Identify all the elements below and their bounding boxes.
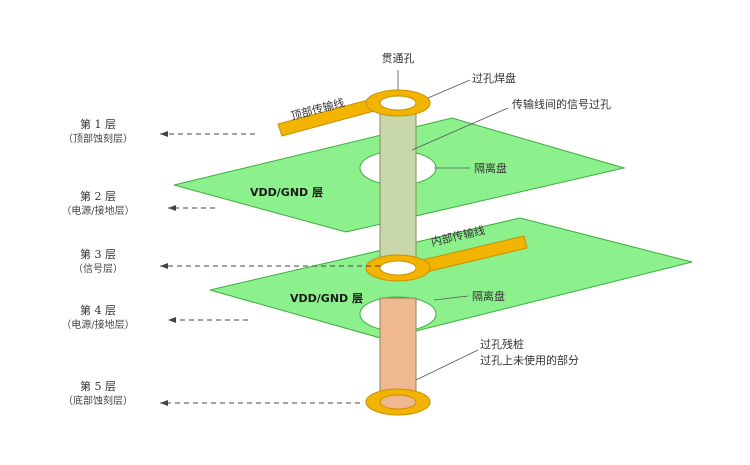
- antipad-1-label: 隔离盘: [474, 161, 507, 175]
- layer-4-desc: （电源/接地层）: [61, 318, 134, 331]
- via-pad-leader: [427, 79, 471, 99]
- layer-3-desc: （信号层）: [73, 263, 123, 275]
- layer-2-desc: （电源/接地层）: [61, 204, 134, 217]
- stub-label-2: 过孔上未使用的部分: [480, 353, 579, 367]
- stub-label-1: 过孔残桩: [480, 337, 524, 351]
- plane-1-label: VDD/GND 层: [250, 186, 323, 199]
- layer-1-desc: （顶部蚀刻层）: [63, 132, 133, 145]
- callout-leaders: [397, 70, 509, 381]
- through-hole-label: 贯通孔: [382, 52, 415, 65]
- signal-via-leader: [411, 107, 509, 151]
- antipad-2-leader: [433, 295, 469, 301]
- via-hole-inner: [379, 260, 417, 276]
- layer-2-name: 第 2 层: [80, 189, 116, 203]
- layer-4-arrowhead: [168, 317, 176, 323]
- layer-arrowheads: [160, 131, 176, 406]
- layer-3-name: 第 3 层: [80, 247, 116, 261]
- layer-3-arrowhead: [160, 263, 168, 269]
- layer-5-name: 第 5 层: [80, 379, 116, 393]
- via-stub-barrel-antipad: [379, 297, 417, 403]
- antipad-2-label: 隔离盘: [472, 289, 505, 303]
- layer-5-arrowhead: [160, 400, 168, 406]
- via-hole-top: [379, 95, 417, 111]
- via-barrel-signal: [379, 102, 417, 269]
- layer-2-arrowhead: [168, 205, 176, 211]
- signal-via-label: 传输线间的信号过孔: [512, 97, 611, 111]
- layer-arrows: [160, 133, 380, 404]
- layer-4-name: 第 4 层: [80, 303, 116, 317]
- layer-1-arrowhead: [160, 131, 168, 137]
- vdd-gnd-plane-lower: [209, 217, 693, 340]
- stub-leader: [415, 349, 479, 381]
- layer-1-name: 第 1 层: [80, 117, 116, 131]
- plane-2-label: VDD/GND 层: [290, 292, 363, 305]
- via-hole-bottom: [379, 394, 417, 410]
- via-pad-label: 过孔焊盘: [472, 71, 516, 85]
- layer-5-desc: （底部蚀刻层）: [63, 394, 133, 407]
